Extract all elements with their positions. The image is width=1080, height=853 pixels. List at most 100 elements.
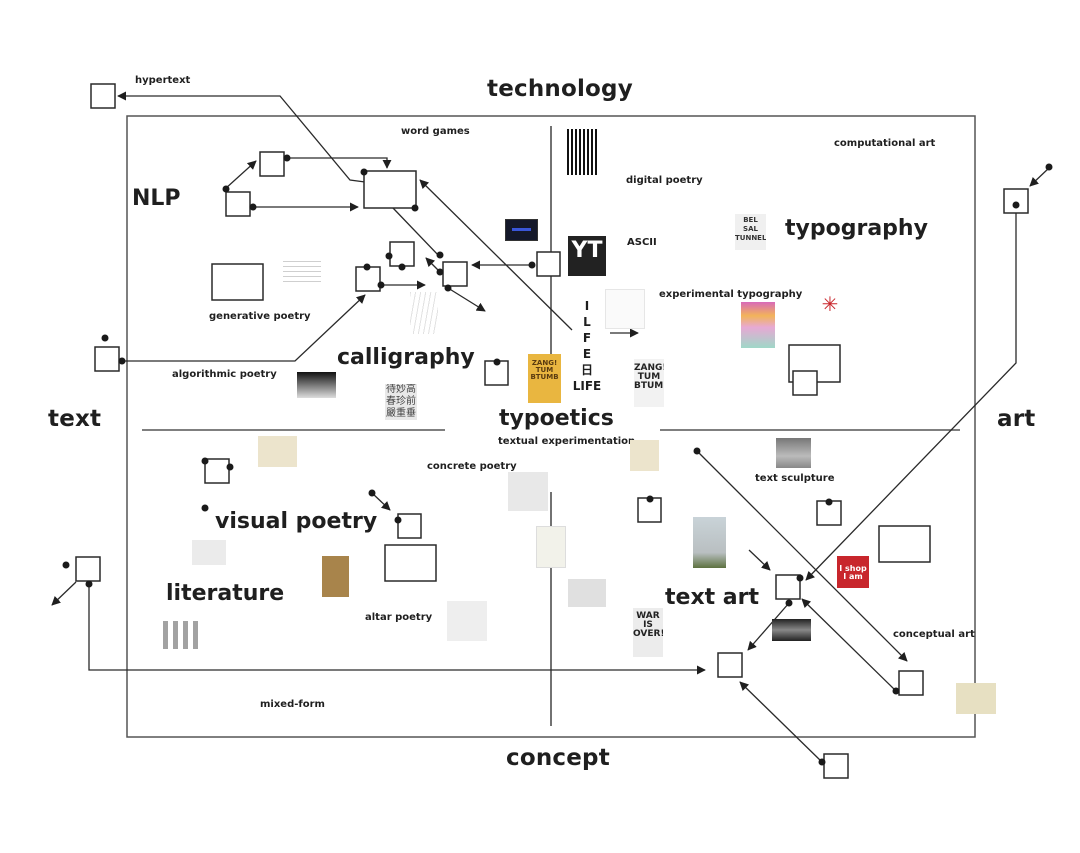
zang-tumb-poster-white[interactable]: ZANG! TUM BTUMB [634,359,664,407]
screen-artwork[interactable] [505,219,538,241]
calligraphy-scroll-artwork[interactable] [630,440,659,471]
manuscript-grey-artwork[interactable] [192,540,226,565]
gallery-photo[interactable] [776,438,811,468]
dot [363,263,371,271]
generative-strands-artwork[interactable] [410,292,438,334]
dot [62,561,70,569]
experimental-grid-artwork[interactable] [605,289,645,329]
i-shop-artwork[interactable]: I shop I am [837,556,869,588]
concrete-poetry-artwork[interactable] [508,472,548,511]
dot [201,457,209,465]
dot [892,687,900,695]
generative-lines-artwork[interactable] [283,261,321,283]
hub-node[interactable] [442,261,468,287]
ascii-node[interactable] [536,251,561,277]
category-calligraphy: calligraphy [337,345,475,370]
category-text-art: text art [665,585,760,610]
dot [693,447,701,455]
tower-photo[interactable] [693,517,726,568]
typography-sign-artwork[interactable]: BEL SAL TUNNEL [735,214,766,250]
dot [1045,163,1053,171]
dot [394,516,402,524]
sketch-poster-artwork[interactable] [536,526,566,568]
hypertext-node[interactable] [90,83,116,109]
art-node[interactable] [1003,188,1029,214]
concept-node[interactable] [823,753,849,779]
label-word-games: word games [401,126,470,137]
dot [398,263,406,271]
label-digital-poetry: digital poetry [626,175,703,186]
dot [818,758,826,766]
visual-placeholder[interactable] [384,544,437,582]
dot [1012,201,1020,209]
label-computational-art: computational art [834,138,936,149]
label-conceptual-art: conceptual art [893,629,975,640]
pipe-painting[interactable] [956,683,996,714]
node-out-arrow [447,287,486,312]
visual-node-a[interactable] [204,458,230,484]
label-concrete-poetry: concrete poetry [427,461,517,472]
word-games-node[interactable] [363,170,417,209]
war-is-over-poster[interactable]: WAR IS OVER! [633,608,663,657]
calligraphy-chars-artwork[interactable]: 待妙高 春珍前 嚴重垂 [385,384,417,420]
nlp-node-top[interactable] [259,151,285,177]
axis-label-concept: concept [506,745,610,771]
literature-node[interactable] [75,556,101,582]
dark-landscape-photo[interactable] [772,619,811,641]
ascii-yt-artwork[interactable]: YT [568,236,606,276]
category-visual-poetry: visual poetry [215,509,378,534]
digital-poetry-artwork[interactable] [567,129,599,175]
chinese-characters-artwork[interactable] [163,621,201,649]
generative-placeholder[interactable] [211,263,264,301]
generative-node-b[interactable] [355,266,381,292]
ascii-to-wordgames [419,179,573,331]
red-glyph-artwork[interactable]: ✳ [821,294,839,316]
main-frame [126,115,976,738]
label-text-sculpture: text sculpture [755,473,835,484]
dot [493,358,501,366]
visual-node-b[interactable] [397,513,422,539]
dot [283,154,291,162]
text-art-lower-node[interactable] [717,652,743,678]
dot [528,261,536,269]
dot [436,251,444,259]
brown-book-artwork[interactable] [322,556,349,597]
art-in-arrow [1029,166,1051,187]
tower-arrow [748,549,771,571]
generative-node-a[interactable] [389,241,415,267]
conceptual-to-textart [801,598,897,692]
open-book-photo[interactable] [297,372,336,398]
dot [785,599,793,607]
experimental-color-artwork[interactable] [741,302,775,348]
textexp-to-conceptual [696,450,908,662]
literature-connector [88,584,706,675]
grey-card-artwork[interactable] [568,579,606,607]
visual-poetry-arrow [371,492,391,511]
dot [226,463,234,471]
text-art-node[interactable] [775,574,801,600]
axis-label-art: art [997,406,1036,432]
conceptual-node[interactable] [898,670,924,696]
manuscript-beige-artwork[interactable] [258,436,297,467]
category-nlp: NLP [132,186,181,211]
literature-out-arrow [51,581,77,606]
label-algorithmic-poetry: algorithmic poetry [172,369,277,380]
dot [249,203,257,211]
label-generative-poetry: generative poetry [209,311,311,322]
label-textual-experimentation: textual experimentation [498,436,636,447]
algorithmic-node[interactable] [94,346,120,372]
category-typoetics: typoetics [499,406,614,431]
ilfe-life-artwork[interactable]: I L F E 日 LIFE [572,299,602,393]
dot [101,334,109,342]
altar-poetry-artwork[interactable] [447,601,487,641]
dot [85,580,93,588]
zang-tumb-poster-yellow[interactable]: ZANG! TUM BTUMB [528,354,561,403]
art-placeholder[interactable] [878,525,931,563]
nlp-link-diag [224,160,257,190]
label-altar-poetry: altar poetry [365,612,433,623]
dot [444,284,452,292]
dot [222,185,230,193]
typography-placeholder-small[interactable] [792,370,818,396]
nlp-node-bottom[interactable] [225,191,251,217]
